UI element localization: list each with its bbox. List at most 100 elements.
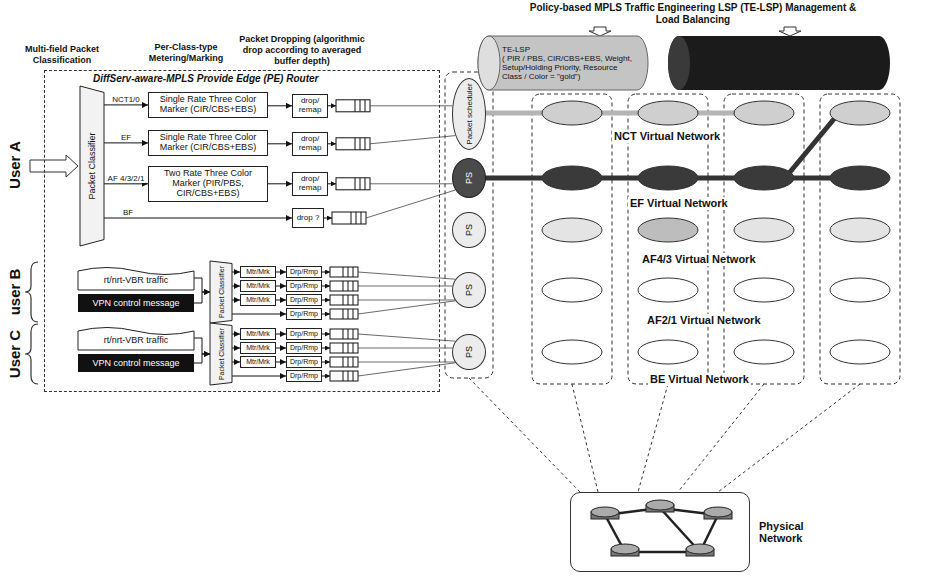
queue-slot xyxy=(348,357,349,367)
queue-slot xyxy=(360,100,361,112)
queue-buffer xyxy=(330,329,358,339)
node-text: Drp/Rmp xyxy=(290,310,318,318)
queue-slot xyxy=(353,329,354,339)
flow-arrow xyxy=(194,338,210,354)
process-box: Drp/Rmp xyxy=(286,280,322,292)
router-boundary: DiffServ-aware-MPLS Provide Edge (PE) Ro… xyxy=(44,70,440,392)
queue-arrow xyxy=(328,143,336,144)
queue-buffer xyxy=(330,281,358,291)
node-text: Mtr/Mrk xyxy=(246,344,270,352)
node-outline xyxy=(78,266,194,290)
node-text: Mtr/Mrk xyxy=(246,358,270,366)
node-text: drop ? xyxy=(297,214,320,223)
heading-label: Multi-field Packet Classification xyxy=(6,44,118,66)
queue-slot xyxy=(343,309,344,319)
virtual-network-label: NCT Virtual Network xyxy=(612,130,722,143)
process-box: Single Rate Three Color Marker (CIR/CBS+… xyxy=(148,130,268,156)
queue-slot xyxy=(360,138,361,150)
queue-slot xyxy=(348,371,349,381)
virtual-node xyxy=(638,278,698,302)
process-box: Drp/Rmp xyxy=(286,342,322,354)
virtual-node xyxy=(734,101,794,125)
queue-slot xyxy=(343,371,344,381)
user-label: User C xyxy=(6,330,24,378)
process-box: Mtr/Mrk xyxy=(240,356,276,368)
virtual-node xyxy=(542,101,602,125)
packet-scheduler: Packet scheduler xyxy=(452,78,486,150)
queue-slot xyxy=(355,138,356,150)
class-label: NCT1/0 xyxy=(111,95,141,104)
queue-slot xyxy=(343,357,344,367)
node-text: PS xyxy=(464,284,474,296)
te-lsp-tunnel xyxy=(668,36,890,90)
virtual-node xyxy=(542,340,602,364)
input-arrow xyxy=(30,155,78,177)
node-text: Single Rate Three Color Marker (CIR/CBS+… xyxy=(152,133,264,153)
flow-arrow xyxy=(232,286,240,287)
queue-buffer xyxy=(332,212,366,224)
virtual-network-label: AF2/1 Virtual Network xyxy=(645,314,763,327)
queue-arrow xyxy=(322,286,330,287)
node-text: ( PIR / PBS, CIR/CBS+EBS, Weight, Setup/… xyxy=(502,54,636,82)
flow-arrow xyxy=(276,362,286,363)
node-text: Packet Classifier xyxy=(218,328,225,380)
lsp-path xyxy=(794,176,830,181)
flow-arrow xyxy=(104,142,148,143)
flow-arrow xyxy=(232,300,240,301)
scheduler-feed xyxy=(366,190,455,218)
packet-classifier: Packet Classifier xyxy=(210,261,232,323)
virtual-network-label: EF Virtual Network xyxy=(628,197,730,210)
tunnel-body xyxy=(478,36,648,90)
lsp-path xyxy=(486,111,542,116)
process-box: Mtr/Mrk xyxy=(240,294,276,306)
user-label: user B xyxy=(6,269,24,316)
virtual-network-column xyxy=(628,94,708,384)
class-label: EF xyxy=(120,133,132,142)
node-text: Drp/Rmp xyxy=(290,330,318,338)
queue-arrow xyxy=(322,362,330,363)
queue-arrow xyxy=(324,218,332,219)
queue-slot xyxy=(353,281,354,291)
process-box: drop ? xyxy=(292,208,324,228)
scheduler-feed xyxy=(370,136,455,144)
flow-arrow xyxy=(232,362,240,363)
flow-arrow xyxy=(268,105,292,106)
flow-arrow xyxy=(232,272,240,273)
node-text: VPN control message xyxy=(92,358,179,368)
node-text: Two Rate Three Color Marker (PIR/PBS, CI… xyxy=(152,169,264,199)
flow-arrow xyxy=(232,376,286,377)
block-arrow xyxy=(779,27,801,36)
queue-slot xyxy=(343,267,344,277)
flow-arrow xyxy=(276,348,286,349)
queue-slot xyxy=(348,267,349,277)
virtual-node xyxy=(734,340,794,364)
queue-arrow xyxy=(322,376,330,377)
queue-buffer xyxy=(330,295,358,305)
lsp-path xyxy=(486,176,542,181)
queue-slot xyxy=(353,357,354,367)
process-box: Two Rate Three Color Marker (PIR/PBS, CI… xyxy=(148,166,268,202)
queue-slot xyxy=(348,309,349,319)
process-box: Drp/Rmp xyxy=(286,328,322,340)
heading-label: Policy-based MPLS Traffic Engineering LS… xyxy=(528,2,858,26)
queue-slot xyxy=(365,138,366,150)
queue-slot xyxy=(351,212,352,224)
user-label: User A xyxy=(6,141,24,189)
node-text: Packet Classifier xyxy=(218,266,225,318)
traffic-outline xyxy=(78,268,194,291)
queue-arrow xyxy=(322,334,330,335)
virtual-network-column xyxy=(820,94,900,384)
scheduler-feed xyxy=(370,183,453,184)
node-text: drop/ remap xyxy=(296,97,324,115)
flow-arrow xyxy=(232,314,286,315)
virtual-network-label: BE Virtual Network xyxy=(648,373,751,386)
queue-buffer xyxy=(330,357,358,367)
virtual-node xyxy=(638,340,698,364)
queue-arrow xyxy=(322,348,330,349)
queue-arrow xyxy=(328,183,336,184)
class-label: BF xyxy=(122,208,134,217)
virtual-node xyxy=(638,166,698,190)
flow-arrow xyxy=(194,278,210,292)
class-label: AF 4/3/2/1 xyxy=(107,174,146,183)
